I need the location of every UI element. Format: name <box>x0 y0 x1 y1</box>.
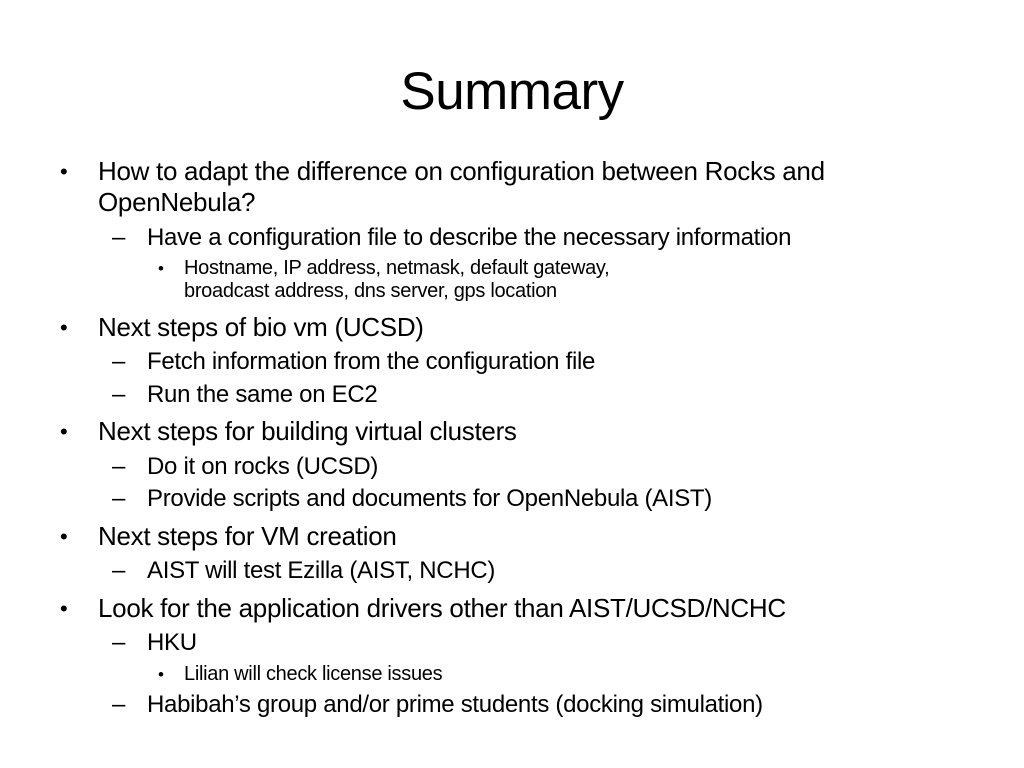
bullet-line: OpenNebula? <box>98 187 256 217</box>
bullet-text: Do it on rocks (UCSD) <box>147 452 1024 480</box>
bullet-dot-icon: • <box>60 419 68 444</box>
bullet-dot-icon: • <box>60 595 68 621</box>
bullet-line: Hostname, IP address, netmask, default g… <box>184 257 610 279</box>
bullet-line: How to adapt the difference on configura… <box>98 156 825 186</box>
bullet-dot-icon: • <box>158 259 164 278</box>
bullet-text: Provide scripts and documents for OpenNe… <box>147 486 1024 512</box>
bullet-line: Provide scripts and documents for OpenNe… <box>147 485 712 512</box>
bullet-line: Lilian will check license issues <box>184 662 443 685</box>
bullet-text: Lilian will check license issues <box>184 663 1024 686</box>
bullet-text: Fetch information from the configuration… <box>147 349 1024 375</box>
bullet-item-run-on-ec2: – Run the same on EC2 <box>112 380 1024 408</box>
bullet-item-lilian-license: • Lilian will check license issues <box>158 663 1024 686</box>
bullet-item-habibah-group: – Habibah’s group and/or prime students … <box>112 692 1024 718</box>
bullet-dash-icon: – <box>112 629 126 656</box>
bullet-text: Look for the application drivers other t… <box>98 593 1024 624</box>
bullet-dash-icon: – <box>112 348 126 375</box>
bullet-item-next-steps-vm-creation: • Next steps for VM creation <box>60 521 1024 552</box>
bullet-item-next-steps-virtual-clusters: • Next steps for building virtual cluste… <box>60 416 1024 447</box>
bullet-item-do-it-on-rocks: – Do it on rocks (UCSD) <box>112 452 1024 480</box>
bullet-item-next-steps-bio-vm: • Next steps of bio vm (UCSD) <box>60 312 1024 343</box>
bullet-text: Habibah’s group and/or prime students (d… <box>147 692 1024 718</box>
bullet-line: Run the same on EC2 <box>147 380 378 408</box>
bullet-item-hku: – HKU <box>112 630 1024 656</box>
bullet-line: Habibah’s group and/or prime students (d… <box>147 691 763 718</box>
bullet-text: How to adapt the difference on configura… <box>98 156 1024 218</box>
bullet-item-config-file: – Have a configuration file to describe … <box>112 223 1024 251</box>
bullet-line: Next steps for building virtual clusters <box>98 416 517 446</box>
bullet-line: HKU <box>147 629 197 656</box>
slide-title: Summary <box>400 62 624 121</box>
bullet-text: HKU <box>147 630 1024 656</box>
bullet-line: AIST will test Ezilla (AIST, NCHC) <box>147 557 496 584</box>
bullet-text: AIST will test Ezilla (AIST, NCHC) <box>147 558 1024 584</box>
bullet-text: Have a configuration file to describe th… <box>147 223 1024 251</box>
bullet-line: Look for the application drivers other t… <box>98 592 786 623</box>
bullet-line: broadcast address, dns server, gps locat… <box>184 280 557 302</box>
bullet-item-hostname-list: • Hostname, IP address, netmask, default… <box>158 257 1024 303</box>
bullet-item-provide-scripts: – Provide scripts and documents for Open… <box>112 486 1024 512</box>
bullet-item-application-drivers: • Look for the application drivers other… <box>60 593 1024 624</box>
bullet-text: Run the same on EC2 <box>147 380 1024 408</box>
bullet-line: Have a configuration file to describe th… <box>147 223 792 251</box>
bullet-dash-icon: – <box>112 380 126 408</box>
bullet-text: Next steps of bio vm (UCSD) <box>98 312 1024 343</box>
bullet-item-fetch-information: – Fetch information from the configurati… <box>112 349 1024 375</box>
bullet-dash-icon: – <box>112 485 126 512</box>
bullet-dash-icon: – <box>112 452 126 480</box>
bullet-dash-icon: – <box>112 223 126 251</box>
bullet-dot-icon: • <box>60 523 68 549</box>
bullet-item-aist-test-ezilla: – AIST will test Ezilla (AIST, NCHC) <box>112 558 1024 584</box>
bullet-line: Next steps for VM creation <box>98 520 397 551</box>
bullet-text: Next steps for VM creation <box>98 521 1024 552</box>
bullet-dot-icon: • <box>158 664 164 684</box>
bullet-text: Next steps for building virtual clusters <box>98 416 1024 447</box>
bullet-line: Next steps of bio vm (UCSD) <box>98 311 424 342</box>
bullet-dash-icon: – <box>112 691 126 718</box>
bullet-line: Fetch information from the configuration… <box>147 348 596 375</box>
bullet-dot-icon: • <box>60 159 68 184</box>
bullet-list: • How to adapt the difference on configu… <box>0 150 1024 718</box>
bullet-line: Do it on rocks (UCSD) <box>147 452 379 480</box>
bullet-dash-icon: – <box>112 557 126 584</box>
bullet-text: Hostname, IP address, netmask, default g… <box>184 257 1024 303</box>
bullet-dot-icon: • <box>60 314 68 340</box>
bullet-item-adapt-difference: • How to adapt the difference on configu… <box>60 156 1024 218</box>
